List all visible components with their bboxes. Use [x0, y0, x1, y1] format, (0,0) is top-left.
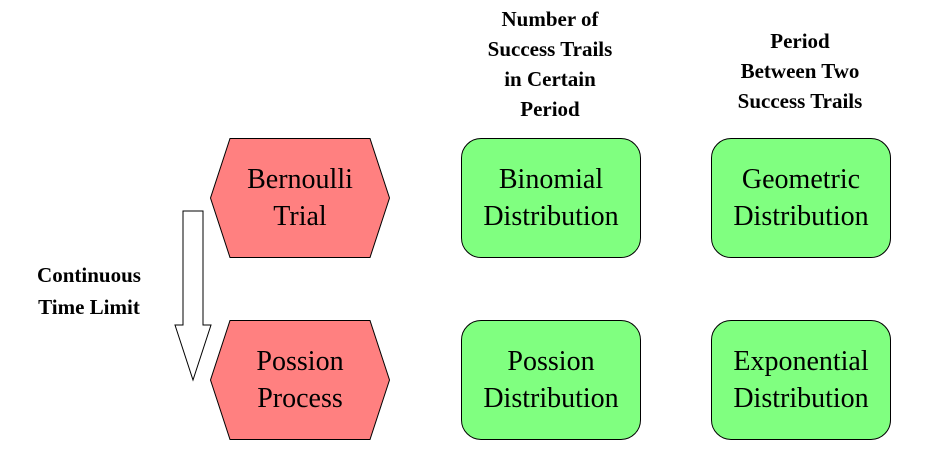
header-line: Between Two [740, 59, 860, 83]
node-label-line: Binomial [498, 164, 604, 195]
node-label-line: Exponential [733, 346, 869, 377]
node-label-line: Possion [256, 346, 344, 377]
label-line: Continuous [37, 263, 141, 287]
header-line: Period [520, 97, 580, 121]
hexagon-shape [210, 320, 390, 440]
down-arrow-icon [174, 210, 212, 382]
exponential-distribution-node: Exponential Distribution [711, 320, 891, 440]
bernoulli-trial-node: Bernoulli Trial [210, 138, 390, 258]
node-label-line: Process [257, 383, 343, 414]
node-label-line: Distribution [483, 201, 619, 232]
poisson-distribution-node: Possion Distribution [461, 320, 641, 440]
continuous-time-limit-label: Continuous Time Limit [18, 259, 160, 323]
node-label-line: Bernoulli [247, 164, 353, 195]
arrow-shape [174, 210, 212, 382]
poisson-process-node: Possion Process [210, 320, 390, 440]
label-line: Time Limit [38, 295, 140, 319]
header-line: Period [770, 29, 830, 53]
header-line: in Certain [504, 67, 596, 91]
geometric-distribution-node: Geometric Distribution [711, 138, 891, 258]
node-label-line: Distribution [733, 201, 869, 232]
header-line: Success Trails [487, 37, 613, 61]
node-label-line: Distribution [733, 383, 869, 414]
hexagon-shape [210, 138, 390, 258]
column-header-period-between: Period Between Two Success Trails [700, 26, 900, 116]
binomial-distribution-node: Binomial Distribution [461, 138, 641, 258]
node-label-line: Possion [507, 346, 595, 377]
header-line: Success Trails [737, 89, 863, 113]
node-label-line: Geometric [741, 164, 861, 195]
column-header-count: Number of Success Trails in Certain Peri… [450, 4, 650, 124]
node-label-line: Distribution [483, 383, 619, 414]
node-label-line: Trial [273, 201, 327, 232]
header-line: Number of [501, 7, 599, 31]
